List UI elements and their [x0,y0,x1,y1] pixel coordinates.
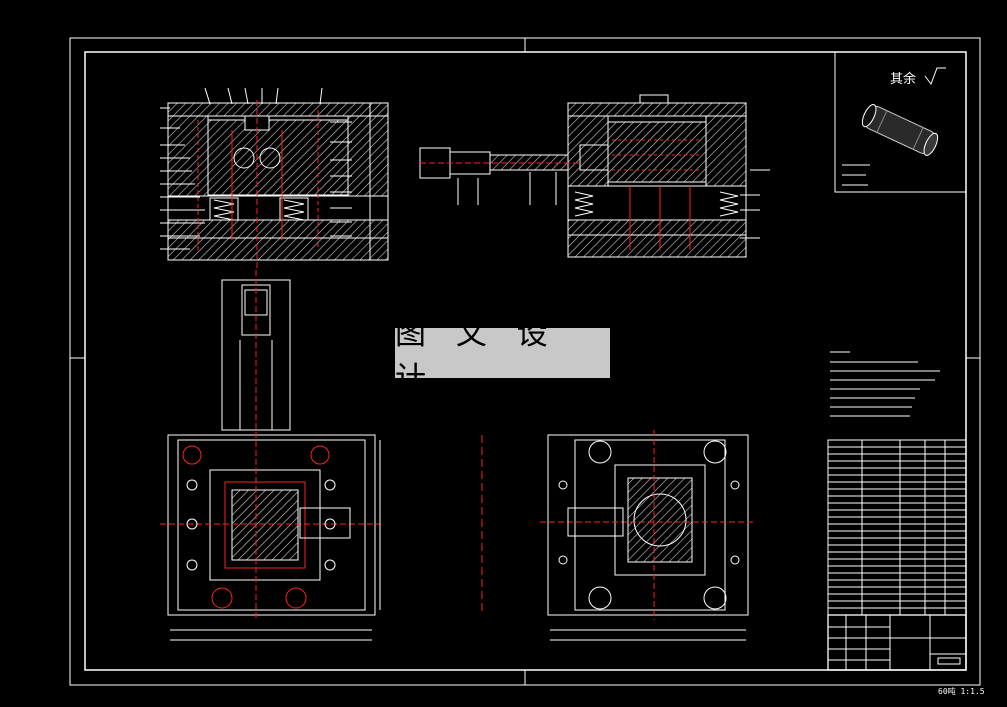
title-block [827,614,967,671]
scale-note: 60吨 1:1.5 [938,687,985,696]
main-section-view [160,87,389,270]
plan-view-left [160,270,381,641]
technical-notes [830,351,940,417]
side-section-view [419,94,770,258]
surface-finish-note: 其余 [890,72,917,87]
plan-view-right [540,430,755,641]
watermark-label: 图 文 设 计 [395,316,610,397]
part-preview-box [834,51,967,193]
parts-list-table [827,439,967,616]
